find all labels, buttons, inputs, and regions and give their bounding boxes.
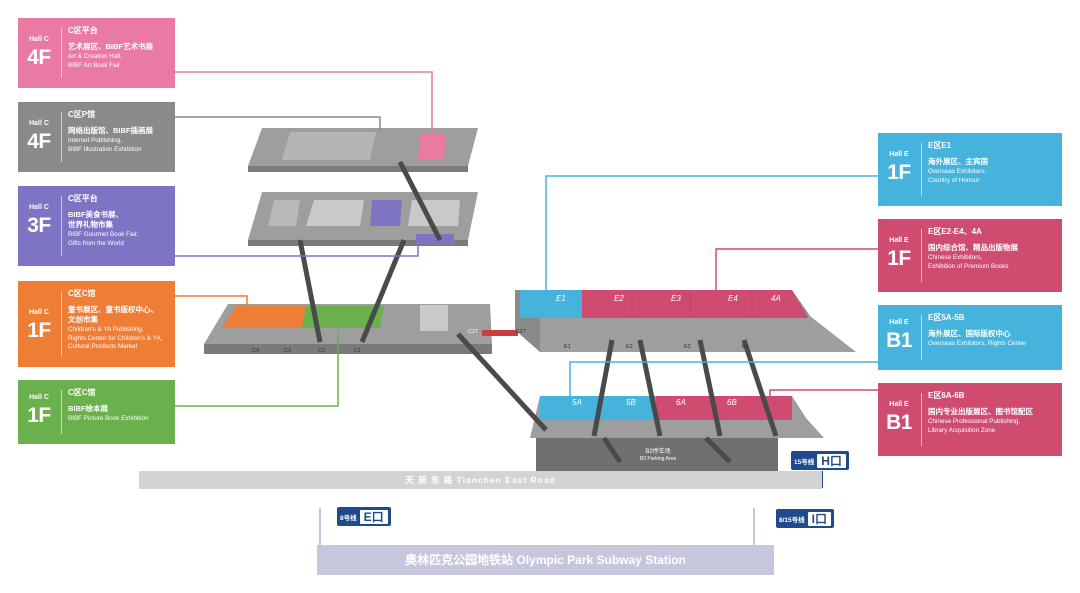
gate-ge2: E2 [626, 344, 633, 350]
gate-e27: E27 [516, 329, 526, 335]
gate-ge3: E3 [684, 344, 691, 350]
zone-6a-label: 6A [676, 398, 686, 407]
zone-e4-label: E4 [728, 294, 738, 303]
hall-c-4f-level [248, 128, 478, 172]
hall-label: Hall E [889, 319, 909, 326]
leader-e1f-e1 [545, 175, 878, 292]
zone-e3-label: E3 [671, 294, 681, 303]
e5-area [540, 396, 610, 420]
zone-label: C区C馆 [68, 388, 96, 397]
zone-label: C区平台 [68, 26, 98, 35]
gate-ge4: E4 [742, 344, 749, 350]
leader-c1f-c [175, 295, 248, 306]
zone-e2-label: E2 [614, 294, 624, 303]
leader-e1f-e2 [715, 248, 878, 292]
subway-line8-exit-e: 8号线 E口 [337, 507, 391, 526]
floor-label: 1F [887, 161, 911, 184]
gate-c2: C2 [318, 348, 326, 354]
hall-c-1f-level [204, 304, 518, 354]
hall-e-b1-level [530, 396, 824, 438]
c4f-art-area [418, 133, 446, 160]
zone-5a-label: 5A [572, 398, 582, 407]
c3f-gourmet-area [370, 200, 402, 226]
floor-label: 1F [27, 319, 51, 342]
hall-label: Hall E [889, 401, 909, 408]
leader-eb1-6 [769, 389, 878, 398]
zone-6b-label: 6B [727, 398, 737, 407]
leader-eb1-5 [569, 361, 878, 398]
zone-e1-label: E1 [556, 294, 566, 303]
gate-c27: C27 [468, 329, 479, 335]
gate-ge1: E1 [564, 344, 571, 350]
e6-area [656, 396, 792, 420]
zone-label: E区6A-6B [928, 391, 965, 400]
floor-label: 3F [27, 214, 51, 237]
zone-5b-label: 5B [626, 398, 636, 407]
hall-label: Hall E [889, 151, 909, 158]
subway-line15-exit-h: 15号线 H口 [791, 451, 849, 470]
e1-area [520, 290, 582, 318]
hall-label: Hall C [29, 309, 49, 316]
zone-label: C区C馆 [68, 289, 96, 298]
escalators [297, 160, 779, 464]
hall-label: Hall C [29, 394, 49, 401]
c-e-connector [482, 330, 518, 336]
hall-e-1f-level [515, 290, 856, 352]
zone-label: E区E1 [928, 141, 952, 150]
zone-label: E区5A-5B [928, 313, 965, 322]
floor-label: 4F [27, 46, 51, 69]
zone-label: C区平台 [68, 194, 98, 203]
hall-label: Hall C [29, 120, 49, 127]
hall-label: Hall E [889, 237, 909, 244]
hall-c-3f-level [248, 192, 478, 246]
gate-c1: C1 [354, 348, 362, 354]
zone-label: E区E2-E4、4A [928, 227, 982, 236]
gate-c3: C3 [284, 348, 292, 354]
c1f-picture-book-area [302, 306, 384, 328]
leader-c1f-pic [175, 330, 339, 407]
olympic-park-subway-station: 奥林匹克公园地铁站 Olympic Park Subway Station [317, 545, 774, 575]
c1f-children-area [222, 306, 306, 328]
floor-label: B1 [886, 329, 912, 352]
floor-label: 4F [27, 130, 51, 153]
tianchen-east-road: 天 辰 东 路 Tianchen East Road [139, 471, 822, 489]
subway-line8-15-exit-i: 8/15号线 I口 [776, 509, 834, 528]
floor-label: B1 [886, 411, 912, 434]
hall-label: Hall C [29, 204, 49, 211]
floor-label: 1F [27, 404, 51, 427]
leader-c4f-art [175, 71, 433, 135]
gate-c4: C4 [252, 348, 260, 354]
leader-c3f [175, 244, 419, 257]
zone-label: C区P馆 [68, 110, 96, 119]
zone-4a-label: 4A [771, 294, 781, 303]
leader-c4f-p [175, 116, 381, 130]
hall-label: Hall C [29, 36, 49, 43]
floor-label: 1F [887, 247, 911, 270]
